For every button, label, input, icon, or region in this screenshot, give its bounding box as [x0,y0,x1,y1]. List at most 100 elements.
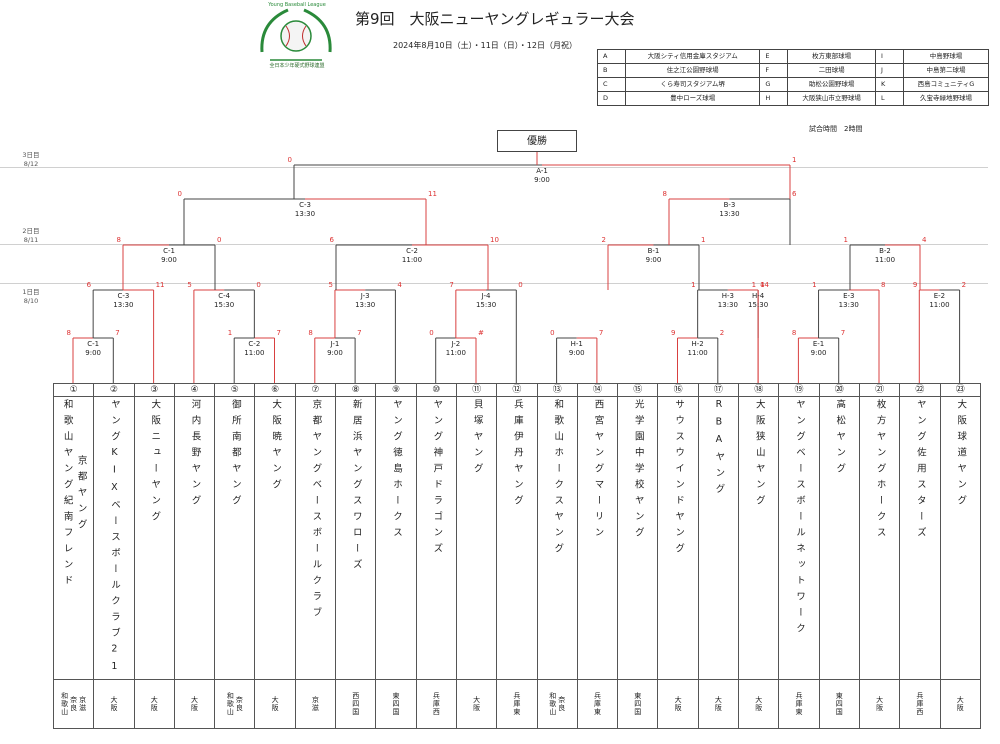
right-score: 7 [276,329,281,337]
team-region: 和歌山奈良 [214,678,256,729]
match-time: 9:00 [161,256,177,264]
team-name: 和歌山ホークスヤング [536,396,578,680]
team-number: ⑦ [294,383,337,397]
team-region-text: 東四国 [633,691,642,716]
left-score: 8 [662,190,667,198]
team-name: 京都ヤングベースボールクラブ [294,396,337,680]
team-name-text: 高松ヤング [834,399,846,479]
team-region: 西四国 [335,678,377,729]
team-name: サウスウインドヤング [657,396,699,680]
match-time: 15:30 [748,301,769,309]
team-name-text: 大阪球道ヤング [955,399,967,511]
team-region-text: 京滋 [311,695,320,712]
match-id: B-2 [879,247,891,255]
team-region-text: 大阪 [109,695,118,712]
venue-name: 大阪狭山市立野球場 [787,91,877,106]
team-name-text: ヤング神戸ドラゴンズ [431,399,443,559]
team-name-text: 枚方ヤングホークス [874,399,886,543]
left-score: 1 [691,281,696,289]
tournament-dates: 2024年8月10日（土）・11日（日）・12日（月祝） [393,41,577,50]
team-name: ヤング神戸ドラゴンズ [415,396,457,680]
team-name: 和歌山ヤング紀南フレンド京都ヤング [52,396,95,680]
team-name-text: 大阪狭山ヤング [753,399,765,511]
team-region-text: 東四国 [835,691,844,716]
game-duration: 試合時間 2時間 [809,125,863,133]
team-number: ⑬ [536,383,578,397]
team-number: ⑮ [617,383,659,397]
right-score: 8 [881,281,886,289]
team-name-text: RBAヤング [713,399,725,500]
match-id: C-4 [218,292,231,300]
match-time: 11:00 [687,349,708,357]
right-score: 6 [792,190,797,198]
team-number: ⑳ [818,383,860,397]
left-score: 5 [328,281,333,289]
team-region: 大阪 [858,678,901,729]
right-score: 0 [518,281,523,289]
team-region-text: 兵庫東 [593,691,602,716]
team-name-text: 西宮ヤングマーリン [592,399,604,543]
team-number: ④ [173,383,216,397]
right-score: 7 [115,329,120,337]
team-name: 貝塚ヤング [455,396,498,680]
team-region-text: 大阪 [472,695,481,712]
team-name: 新居浜ヤングスワローズ [335,396,377,680]
team-number: ㉑ [858,383,901,397]
left-score: 9 [912,281,918,289]
team-region: 東四国 [617,678,659,729]
team-name-text: 光学園中学校ヤング [632,399,644,543]
team-region: 大阪 [738,678,780,729]
left-score: 1 [751,281,757,289]
match-id: C-1 [163,247,175,255]
right-score: 4 [397,281,402,289]
right-score: # [478,329,484,337]
venue-name: 久宝寺緑地野球場 [903,91,989,106]
right-score: 11 [428,190,437,198]
team-name: ヤングKIXベースボールクラブ21 [93,396,135,680]
team-region-text: 西四国 [351,691,360,716]
team-name-text: 和歌山ヤング紀南フレンド [61,399,73,591]
day-separator [0,244,988,245]
team-number: ⑨ [375,383,417,397]
right-score: 4 [922,236,927,244]
match-time: 13:30 [294,210,316,218]
team-number: ⑥ [254,383,296,397]
team-region: 京滋 [294,678,337,729]
left-score: 1 [812,281,817,289]
venue-name: 豊中ローズ球場 [624,91,761,106]
team-name-text: 兵庫伊丹ヤング [511,399,523,511]
team-number: ⑩ [415,383,457,397]
match-id: C-1 [87,340,100,348]
team-region: 大阪 [697,678,740,729]
match-id: C-3 [117,292,130,300]
team-region-text: 兵庫西 [432,691,441,716]
team-name-text: 御所南都ヤング [229,399,241,511]
right-score: 1 [701,236,706,244]
match-time: 9:00 [568,349,585,357]
venue-code: L [875,91,905,106]
page-title: 第9回 大阪ニューヤングレギュラー大会 [355,10,635,28]
match-time: 9:00 [327,349,343,357]
match-time: 15:30 [475,301,497,309]
team-region-text: 東四国 [392,691,401,716]
left-score: 9 [671,329,676,337]
match-id: E-2 [933,292,946,300]
team-region-text: 和歌山 [226,691,235,716]
left-score: 0 [177,190,182,198]
left-score: 8 [66,329,71,337]
right-score: 0 [256,281,261,289]
champion-box: 優勝 [497,130,577,152]
day-separator [0,167,988,168]
team-name: 枚方ヤングホークス [858,396,901,680]
match-time: 13:30 [717,301,738,309]
team-number: ⑲ [778,383,820,397]
team-region-text: 大阪 [956,695,965,712]
match-id: H-1 [570,340,583,348]
league-logo [248,2,344,74]
left-score: 8 [791,329,797,337]
right-score: 7 [357,329,362,337]
team-name-text: 河内長野ヤング [189,399,201,511]
